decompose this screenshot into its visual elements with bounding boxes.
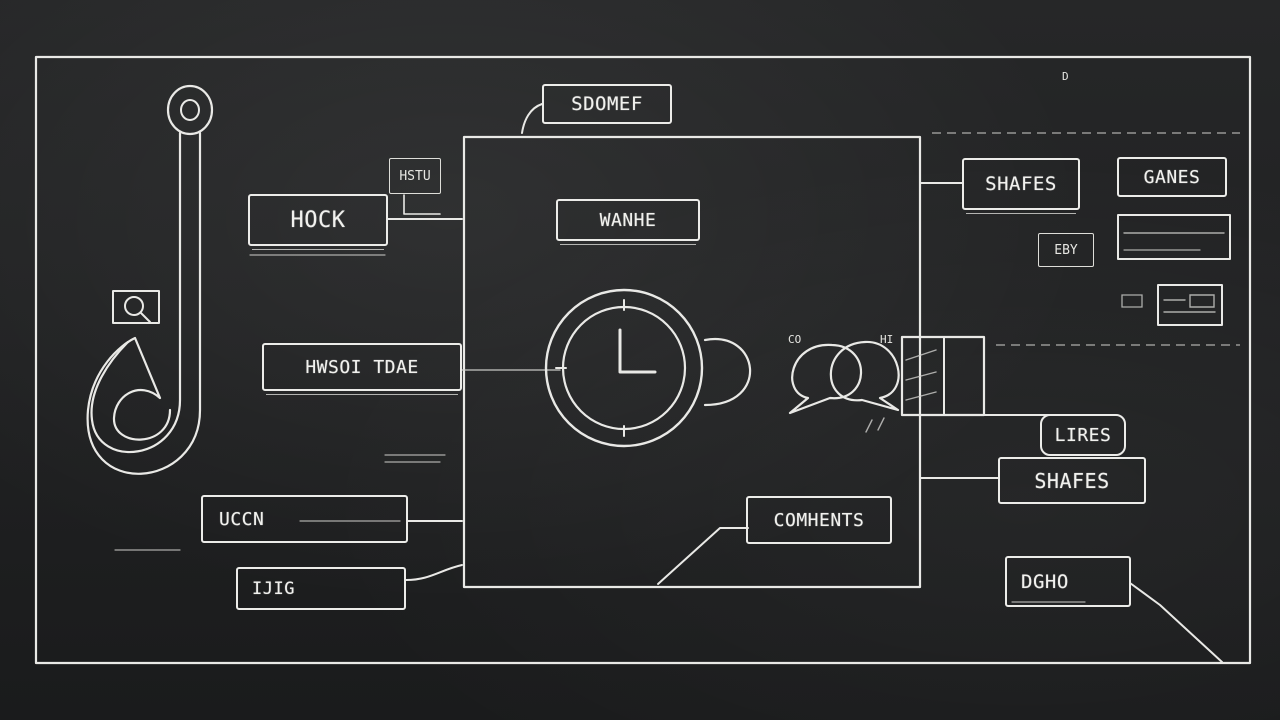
label-hook-text: HOCK <box>290 207 346 233</box>
label-likes: LIRES <box>1040 414 1126 456</box>
label-left-middle-text: HWSOI TDAE <box>305 356 419 378</box>
label-right-small-text: EBY <box>1054 242 1078 258</box>
label-likes-text: LIRES <box>1054 424 1112 446</box>
label-bottom-right-text: DGHO <box>1021 570 1069 593</box>
central-panel <box>464 137 920 587</box>
label-top: SDOMEF <box>542 84 672 124</box>
label-center-top-text: WANHE <box>599 209 657 231</box>
chat-bubbles-icon <box>790 342 899 432</box>
label-comments: COMHENTS <box>746 496 892 544</box>
label-bottom-right: DGHO <box>1005 556 1131 607</box>
label-right-small: EBY <box>1038 233 1094 267</box>
label-hook: HOCK <box>248 194 388 250</box>
label-tag-text: HSTU <box>399 168 431 184</box>
chat-left-mark: CO <box>788 333 802 346</box>
label-far-right-top-text: GANES <box>1143 166 1201 188</box>
image-icon <box>1158 285 1222 325</box>
corner-mark: D <box>1062 70 1069 83</box>
label-left-lower: UCCN <box>201 495 408 543</box>
window-icon <box>902 337 984 415</box>
hook-icon <box>88 86 212 474</box>
label-left-bottom-text: IJIG <box>252 578 295 599</box>
chat-right-mark: HI <box>880 333 894 346</box>
label-top-text: SDOMEF <box>571 93 643 115</box>
label-far-right-top: GANES <box>1117 157 1227 197</box>
label-left-middle: HWSOI TDAE <box>262 343 462 395</box>
label-right-top-text: SHAFES <box>985 173 1057 195</box>
label-shares: SHAFES <box>998 457 1146 504</box>
clock-icon <box>546 290 750 446</box>
outer-frame <box>36 57 1250 663</box>
label-center-top: WANHE <box>556 199 700 245</box>
label-left-bottom: IJIG <box>236 567 406 610</box>
label-right-top: SHAFES <box>962 158 1080 214</box>
label-shares-text: SHAFES <box>1034 468 1110 493</box>
search-icon <box>113 291 159 323</box>
label-comments-text: COMHENTS <box>773 509 865 531</box>
label-left-lower-text: UCCN <box>219 508 265 530</box>
label-tag: HSTU <box>389 158 441 194</box>
